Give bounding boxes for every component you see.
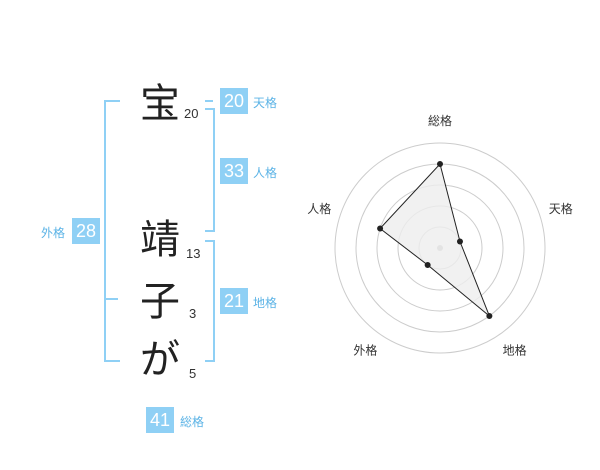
soukaku-label: 総格: [180, 415, 205, 429]
radar-series-polygon: [379, 162, 490, 317]
jinkaku-label: 人格: [253, 166, 278, 180]
chikaku-bracket: [205, 240, 215, 362]
chikaku-value: 21: [220, 288, 248, 314]
radar-axis-label-3: 地格: [503, 343, 527, 358]
radar-ring: [334, 142, 546, 354]
name-char-3: 子: [140, 279, 180, 325]
tenkaku-label: 天格: [253, 96, 278, 110]
stroke-count-1: 20: [184, 106, 199, 121]
radar-axis-label-4: 外格: [353, 343, 377, 358]
radar-axis-label-5: 人格: [307, 201, 331, 216]
radar-axis-label-1: 総格: [428, 113, 452, 128]
jinkaku-bracket: [205, 108, 215, 232]
name-char-2: 靖: [140, 217, 180, 263]
soukaku-value: 41: [146, 407, 174, 433]
gaikaku-value: 28: [72, 218, 100, 244]
tenkaku-bracket: [205, 100, 213, 102]
gaikaku-label: 外格: [41, 226, 66, 240]
radar-point-5: [377, 225, 384, 232]
radar-point-1: [437, 161, 443, 167]
tenkaku-value: 20: [220, 88, 248, 114]
gaikaku-mid-tick: [104, 298, 118, 300]
radar-point-4: [424, 261, 431, 268]
name-char-4: が: [140, 337, 180, 383]
radar-points: [377, 161, 493, 319]
stroke-count-4: 5: [189, 366, 197, 381]
jinkaku-value: 33: [220, 158, 248, 184]
radar-point-3: [486, 312, 493, 319]
gaikaku-bracket: [104, 100, 120, 362]
name-char-1: 宝: [140, 81, 180, 127]
radar-axis-label-2: 天格: [549, 201, 573, 216]
chikaku-label: 地格: [253, 296, 278, 310]
radar-point-2: [456, 238, 463, 245]
stroke-count-2: 13: [186, 246, 201, 261]
stroke-count-3: 3: [189, 306, 197, 321]
